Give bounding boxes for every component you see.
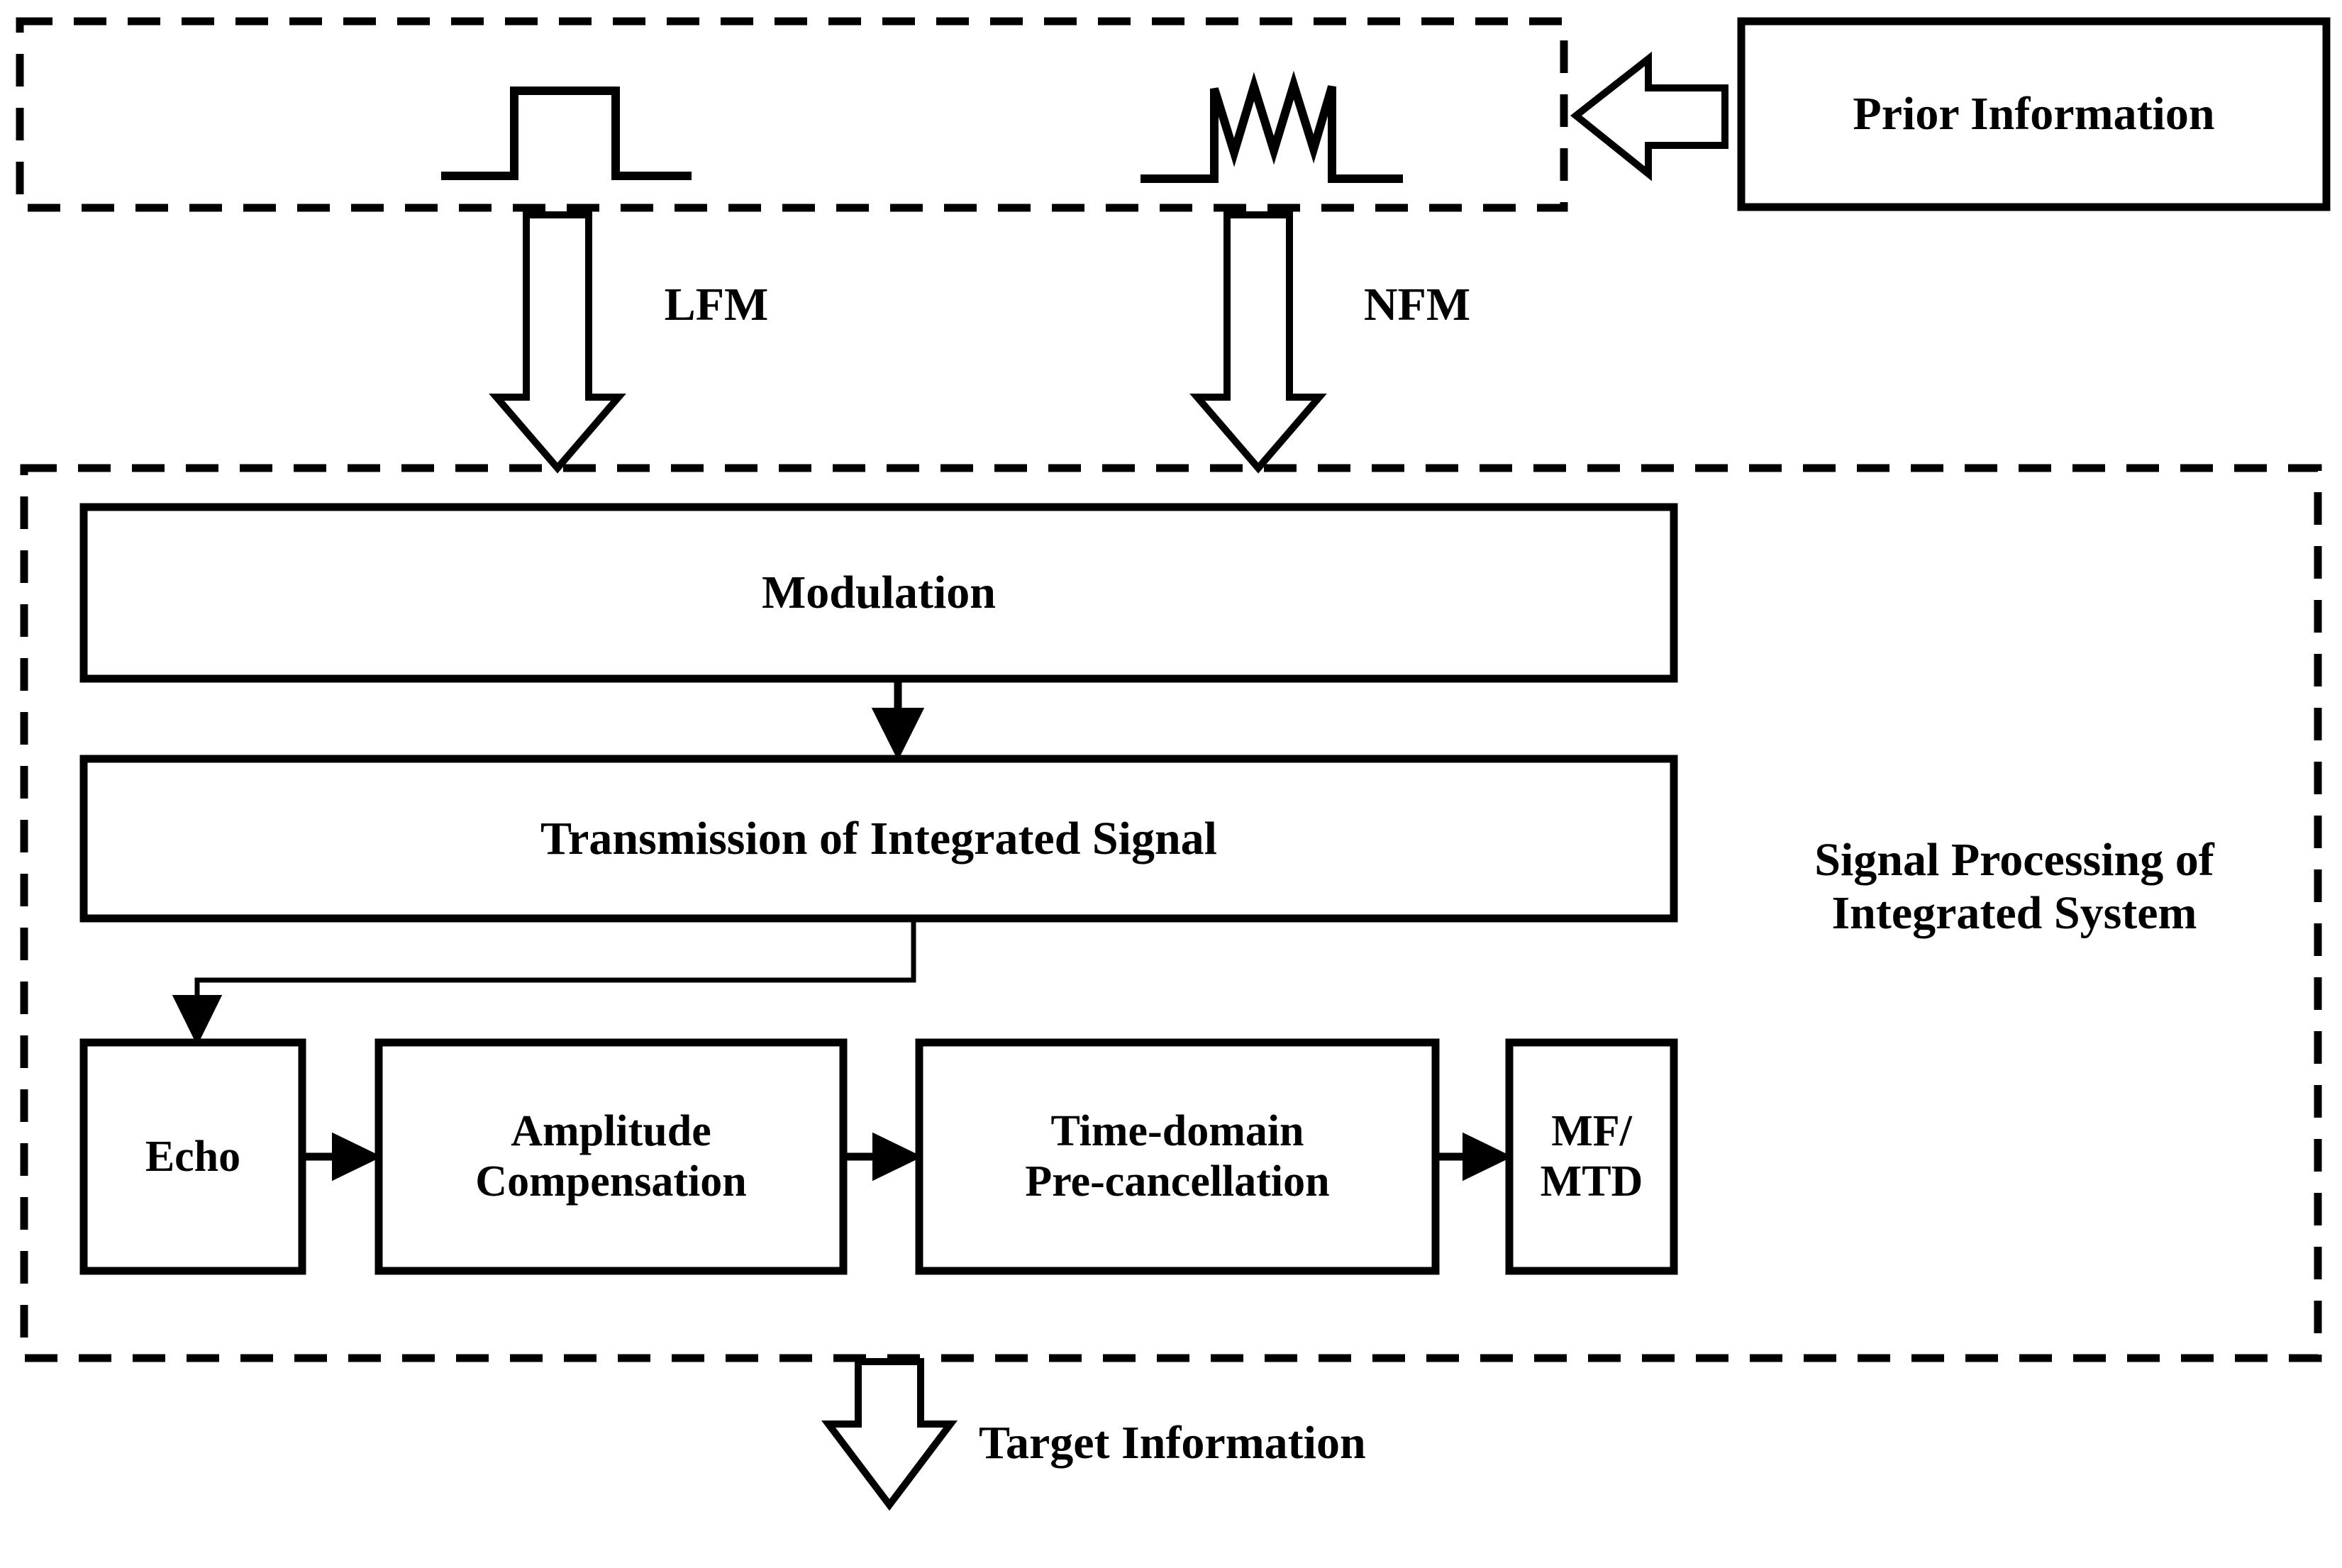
prior-information-box[interactable] (1737, 17, 2331, 211)
echo-to-amplitude-arrow-head (332, 1132, 382, 1181)
modulation-box[interactable] (79, 503, 1678, 683)
lfm-waveform-icon (441, 87, 692, 180)
nfm-waveform-icon (1141, 70, 1403, 183)
processing-group-dashed-border (20, 464, 2322, 1362)
modulation-to-transmission-arrow-head (871, 708, 925, 761)
prior-to-waveform-block-arrow (1570, 51, 1728, 182)
mf-mtd-box[interactable] (1505, 1038, 1678, 1275)
transmission-to-echo-feedback-line (194, 918, 916, 1014)
amplitude-to-precancel-arrow-head (872, 1132, 923, 1181)
target-information-down-block-arrow (821, 1358, 958, 1511)
transmission-to-echo-arrow-head (172, 995, 223, 1046)
precancel-to-mfmtd-arrow-head (1463, 1132, 1513, 1181)
nfm-down-block-arrow (1189, 211, 1327, 474)
amplitude-compensation-box[interactable] (374, 1038, 848, 1275)
transmission-box[interactable] (79, 755, 1678, 923)
lfm-down-block-arrow (489, 211, 626, 474)
echo-box[interactable] (79, 1038, 306, 1275)
waveform-group-dashed-border (16, 17, 1568, 212)
time-domain-pre-cancellation-box[interactable] (915, 1038, 1440, 1275)
